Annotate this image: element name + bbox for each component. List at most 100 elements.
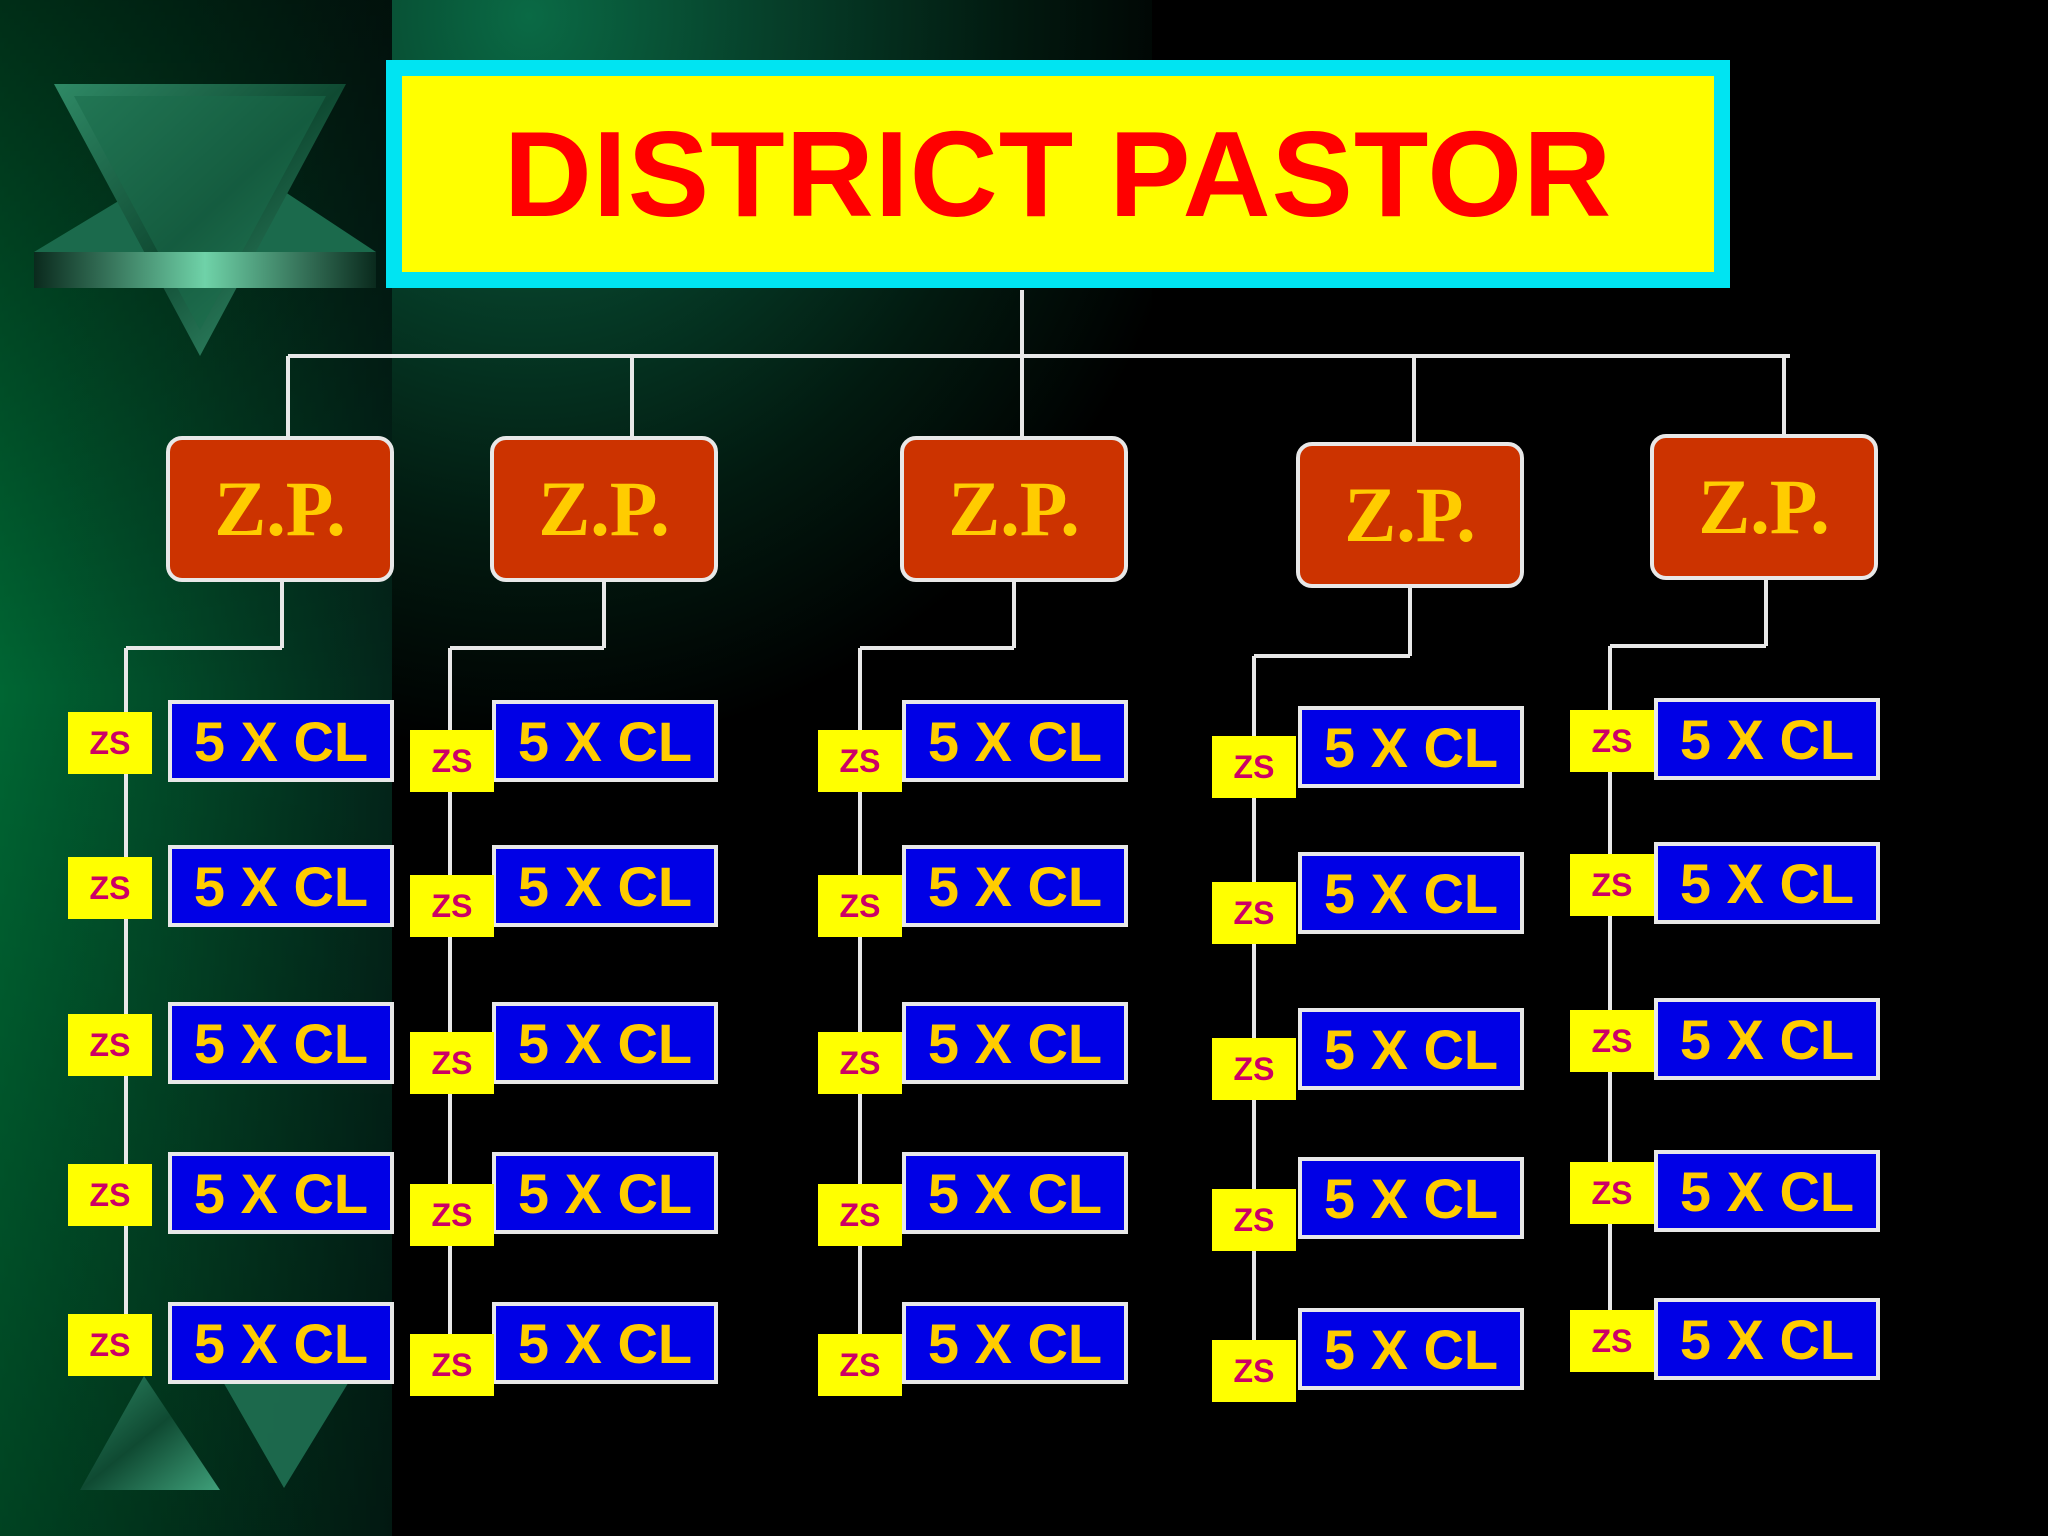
zone-supervisor-label: ZS xyxy=(89,1026,131,1063)
cell-leaders-box: 5 X CL xyxy=(1654,842,1880,924)
decorative-triangle-bottom xyxy=(80,1376,350,1490)
zone-supervisor-label: ZS xyxy=(89,724,131,761)
cell-leaders-box: 5 X CL xyxy=(492,1152,718,1234)
cell-leaders-label: 5 X CL xyxy=(517,1161,693,1225)
cell-leaders-box: 5 X CL xyxy=(1298,706,1524,788)
cell-leaders-box: 5 X CL xyxy=(902,1002,1128,1084)
cell-leaders-box: 5 X CL xyxy=(1298,1008,1524,1090)
cell-leaders-box: 5 X CL xyxy=(168,1002,394,1084)
zone-supervisor-label: ZS xyxy=(431,1346,473,1383)
zone-supervisor-label: ZS xyxy=(839,742,881,779)
cell-leaders-box: 5 X CL xyxy=(492,1002,718,1084)
cell-leaders-label: 5 X CL xyxy=(1679,851,1855,915)
zone-supervisor-label: ZS xyxy=(1233,894,1275,931)
cell-leaders-box: 5 X CL xyxy=(1298,1157,1524,1239)
zone-supervisor-label: ZS xyxy=(1233,1352,1275,1389)
cell-leaders-box: 5 X CL xyxy=(1298,852,1524,934)
zone-supervisor-box: ZS xyxy=(818,1184,902,1246)
zone-supervisor-box: ZS xyxy=(1212,882,1296,944)
zone-supervisor-box: ZS xyxy=(410,730,494,792)
cell-leaders-label: 5 X CL xyxy=(1679,1159,1855,1223)
cell-leaders-box: 5 X CL xyxy=(1298,1308,1524,1390)
zone-supervisor-label: ZS xyxy=(431,1196,473,1233)
zone-supervisor-box: ZS xyxy=(818,730,902,792)
cell-leaders-label: 5 X CL xyxy=(1679,1307,1855,1371)
zone-supervisor-label: ZS xyxy=(1591,866,1633,903)
cell-leaders-label: 5 X CL xyxy=(193,709,369,773)
zone-supervisor-box: ZS xyxy=(1570,1010,1654,1072)
zone-supervisor-label: ZS xyxy=(431,742,473,779)
cell-leaders-box: 5 X CL xyxy=(492,845,718,927)
zone-supervisor-label: ZS xyxy=(1591,1022,1633,1059)
zone-pastor-label: Z.P. xyxy=(214,465,346,552)
decorative-triangle-top xyxy=(34,84,376,356)
zone-supervisor-label: ZS xyxy=(89,1176,131,1213)
zone-supervisor-label: ZS xyxy=(839,1044,881,1081)
cell-leaders-label: 5 X CL xyxy=(927,1311,1103,1375)
zone-supervisor-label: ZS xyxy=(431,887,473,924)
zone-supervisor-label: ZS xyxy=(1591,722,1633,759)
zone-supervisor-box: ZS xyxy=(1212,1038,1296,1100)
cell-leaders-label: 5 X CL xyxy=(193,1011,369,1075)
zone-pastor-label: Z.P. xyxy=(1344,471,1476,558)
cell-leaders-label: 5 X CL xyxy=(1679,1007,1855,1071)
cell-leaders-label: 5 X CL xyxy=(517,1011,693,1075)
zone-supervisor-box: ZS xyxy=(410,1334,494,1396)
zone-pastor-box: Z.P. xyxy=(490,436,718,582)
zone-supervisor-box: ZS xyxy=(1212,1340,1296,1402)
title-box: DISTRICT PASTOR xyxy=(386,60,1730,288)
zone-supervisor-box: ZS xyxy=(410,1184,494,1246)
zone-supervisor-box: ZS xyxy=(1570,854,1654,916)
cell-leaders-box: 5 X CL xyxy=(902,845,1128,927)
zone-supervisor-box: ZS xyxy=(68,1314,152,1376)
cell-leaders-label: 5 X CL xyxy=(927,854,1103,918)
zone-supervisor-label: ZS xyxy=(431,1044,473,1081)
cell-leaders-box: 5 X CL xyxy=(902,700,1128,782)
district-pastor-title: DISTRICT PASTOR xyxy=(503,106,1613,242)
cell-leaders-label: 5 X CL xyxy=(1323,861,1499,925)
zone-supervisor-box: ZS xyxy=(410,875,494,937)
zone-supervisor-box: ZS xyxy=(1570,1162,1654,1224)
zone-supervisor-box: ZS xyxy=(68,857,152,919)
cell-leaders-label: 5 X CL xyxy=(1323,1166,1499,1230)
cell-leaders-box: 5 X CL xyxy=(1654,1298,1880,1380)
cell-leaders-box: 5 X CL xyxy=(902,1302,1128,1384)
zone-supervisor-box: ZS xyxy=(818,1334,902,1396)
zone-supervisor-label: ZS xyxy=(1591,1174,1633,1211)
zone-supervisor-label: ZS xyxy=(1591,1322,1633,1359)
zone-supervisor-box: ZS xyxy=(1570,710,1654,772)
zone-supervisor-label: ZS xyxy=(89,869,131,906)
cell-leaders-label: 5 X CL xyxy=(193,1311,369,1375)
zone-supervisor-label: ZS xyxy=(839,887,881,924)
zone-supervisor-box: ZS xyxy=(1212,736,1296,798)
zone-supervisor-box: ZS xyxy=(410,1032,494,1094)
zone-pastor-box: Z.P. xyxy=(900,436,1128,582)
zone-supervisor-label: ZS xyxy=(1233,1201,1275,1238)
cell-leaders-box: 5 X CL xyxy=(492,700,718,782)
zone-supervisor-box: ZS xyxy=(1212,1189,1296,1251)
zone-supervisor-box: ZS xyxy=(68,712,152,774)
cell-leaders-label: 5 X CL xyxy=(927,1011,1103,1075)
zone-pastor-label: Z.P. xyxy=(948,465,1080,552)
cell-leaders-box: 5 X CL xyxy=(168,845,394,927)
zone-supervisor-box: ZS xyxy=(818,875,902,937)
cell-leaders-label: 5 X CL xyxy=(1323,715,1499,779)
cell-leaders-box: 5 X CL xyxy=(492,1302,718,1384)
zone-supervisor-box: ZS xyxy=(818,1032,902,1094)
cell-leaders-label: 5 X CL xyxy=(1679,707,1855,771)
zone-supervisor-label: ZS xyxy=(1233,748,1275,785)
zone-supervisor-label: ZS xyxy=(1233,1050,1275,1087)
zone-pastor-label: Z.P. xyxy=(1698,463,1830,550)
cell-leaders-box: 5 X CL xyxy=(168,700,394,782)
cell-leaders-label: 5 X CL xyxy=(193,1161,369,1225)
zone-supervisor-label: ZS xyxy=(839,1346,881,1383)
zone-supervisor-box: ZS xyxy=(68,1014,152,1076)
zone-pastor-label: Z.P. xyxy=(538,465,670,552)
zone-supervisor-box: ZS xyxy=(1570,1310,1654,1372)
cell-leaders-label: 5 X CL xyxy=(1323,1317,1499,1381)
cell-leaders-box: 5 X CL xyxy=(168,1152,394,1234)
zone-pastor-box: Z.P. xyxy=(1296,442,1524,588)
cell-leaders-label: 5 X CL xyxy=(517,1311,693,1375)
cell-leaders-box: 5 X CL xyxy=(1654,998,1880,1080)
cell-leaders-box: 5 X CL xyxy=(1654,1150,1880,1232)
